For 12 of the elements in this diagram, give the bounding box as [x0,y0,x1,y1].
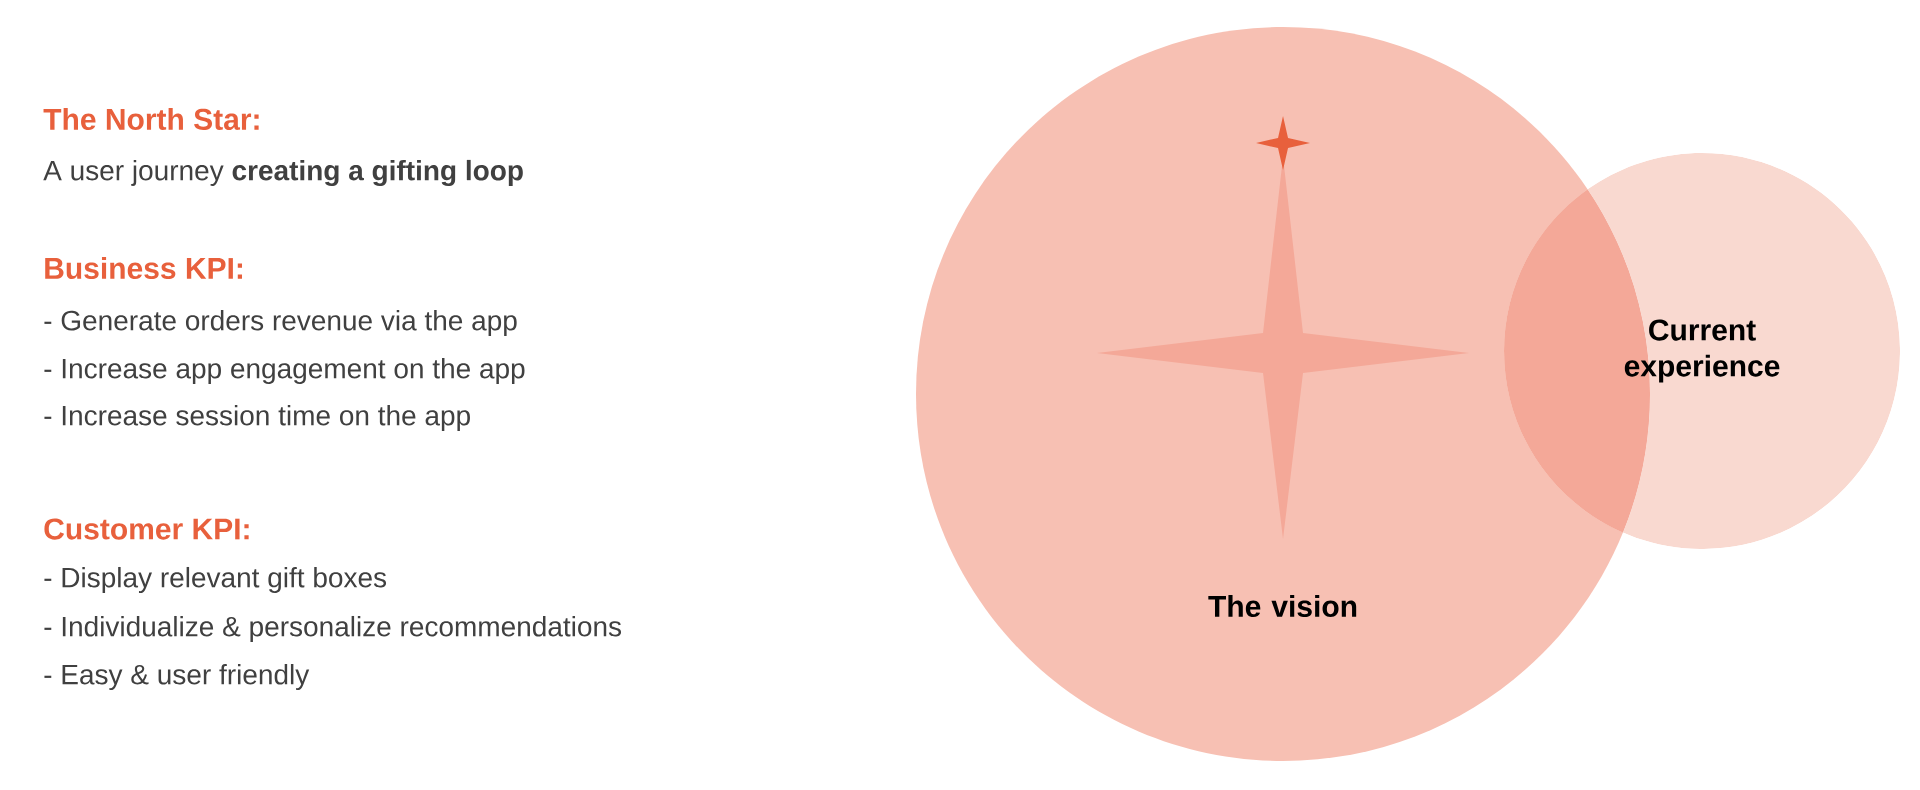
heading: Customer KPI: [44,518,249,540]
heading: Business KPI: [45,257,242,279]
body-text: - Easy & user friendly [44,663,310,691]
circle-label: Current experience [1624,319,1780,383]
body-text: - Increase app engagement on the app [44,357,525,385]
body-text: - Increase session time on the app [44,404,470,432]
body-text: - Individualize & personalize recommendations [44,615,622,643]
body-text: - Generate orders revenue via the app [44,309,517,337]
circle-label: The vision [1208,595,1357,618]
heading: The North Star: [43,108,259,130]
body-text: A user journey creating a gifting loop [43,159,523,187]
body-text: - Display relevant gift boxes [44,566,387,594]
